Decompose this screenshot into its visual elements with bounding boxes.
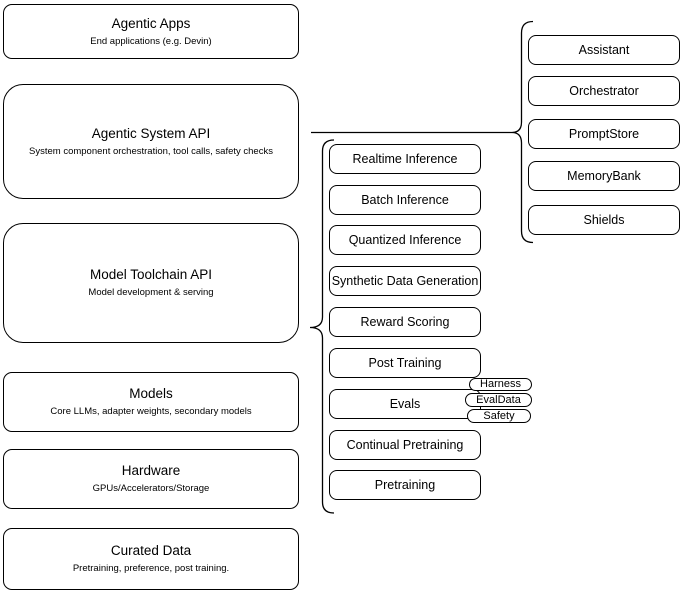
node-title: Hardware (121, 463, 181, 478)
node-assistant: Assistant (528, 35, 680, 65)
node-model-toolchain-api: Model Toolchain API Model development & … (3, 223, 299, 343)
node-reward-scoring: Reward Scoring (329, 307, 481, 337)
node-models: Models Core LLMs, adapter weights, secon… (3, 372, 299, 432)
node-title: Agentic Apps (111, 15, 191, 31)
tag-evaldata: EvalData (465, 393, 532, 407)
middle-column-brace (309, 139, 335, 514)
node-orchestrator: Orchestrator (528, 76, 680, 106)
node-subtitle: Core LLMs, adapter weights, secondary mo… (50, 406, 252, 417)
node-quantized-inference: Quantized Inference (329, 225, 481, 255)
node-subtitle: End applications (e.g. Devin) (90, 35, 212, 47)
node-pretraining: Pretraining (329, 470, 481, 500)
node-subtitle: GPUs/Accelerators/Storage (92, 483, 210, 494)
node-realtime-inference: Realtime Inference (329, 144, 481, 174)
node-shields: Shields (528, 205, 680, 235)
node-subtitle: System component orchestration, tool cal… (29, 145, 273, 157)
node-subtitle: Pretraining, preference, post training. (72, 563, 230, 574)
node-post-training: Post Training (329, 348, 481, 378)
node-evals: Evals (329, 389, 481, 419)
node-batch-inference: Batch Inference (329, 185, 481, 215)
node-agentic-apps: Agentic Apps End applications (e.g. Devi… (3, 4, 299, 59)
node-synthetic-data-generation: Synthetic Data Generation (329, 266, 481, 296)
node-curated-data: Curated Data Pretraining, preference, po… (3, 528, 299, 590)
node-title: Curated Data (110, 543, 192, 558)
node-title: Model Toolchain API (89, 267, 213, 282)
node-promptstore: PromptStore (528, 119, 680, 149)
node-subtitle: Model development & serving (88, 287, 214, 298)
right-column-brace (511, 20, 534, 244)
node-hardware: Hardware GPUs/Accelerators/Storage (3, 449, 299, 509)
node-title: Agentic System API (91, 125, 211, 141)
node-agentic-system-api: Agentic System API System component orch… (3, 84, 299, 199)
node-memorybank: MemoryBank (528, 161, 680, 191)
tag-safety: Safety (467, 409, 531, 423)
node-continual-pretraining: Continual Pretraining (329, 430, 481, 460)
tag-harness: Harness (469, 378, 532, 391)
node-title: Models (129, 386, 173, 401)
